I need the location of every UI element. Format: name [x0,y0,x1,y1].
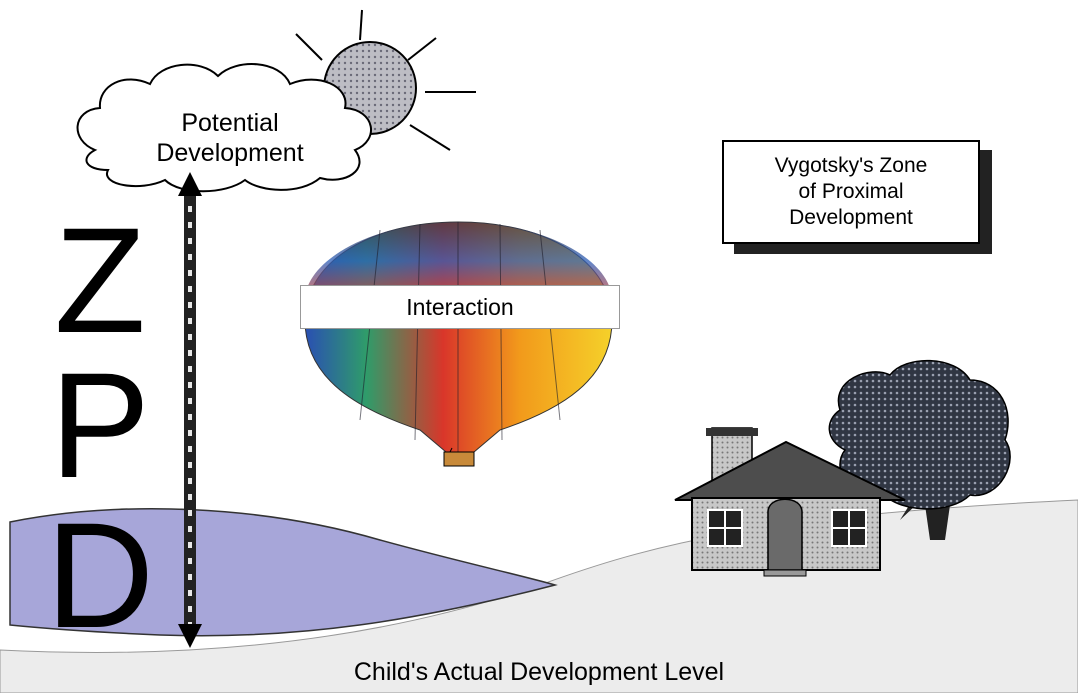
cloud-icon [76,63,372,193]
zpd-letter-d: D [45,491,155,659]
zpd-double-arrow-icon [178,172,202,648]
title-box: Vygotsky's Zone of Proximal Development [722,140,980,244]
balloon-label-text: Interaction [406,293,514,320]
title-box-text: Vygotsky's Zone of Proximal Development [774,154,928,229]
balloon-label-interaction: Interaction [300,285,620,329]
house-icon [674,427,906,577]
zpd-letter-z: Z [54,196,146,364]
zpd-letter-p: P [49,341,151,509]
cloud-label-potential-development: Potential Development [110,108,350,168]
hot-air-balloon-icon [304,221,613,467]
bottom-label-actual-development: Child's Actual Development Level [353,658,725,686]
hill-left [9,508,558,637]
cloud-label-text: Potential Development [156,109,304,167]
